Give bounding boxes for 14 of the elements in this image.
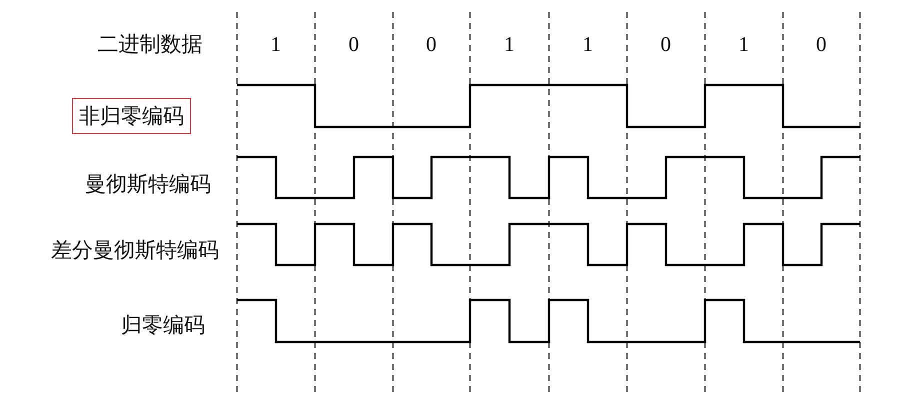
bit-value: 1 xyxy=(270,31,281,57)
row-label: 归零编码 xyxy=(121,312,205,338)
bit-value: 1 xyxy=(582,31,593,57)
bit-value: 0 xyxy=(348,31,359,57)
bit-value: 0 xyxy=(660,31,671,57)
bit-value: 1 xyxy=(504,31,514,57)
row-label: 二进制数据 xyxy=(98,31,202,57)
highlight-box xyxy=(72,98,191,134)
row-label: 差分曼彻斯特编码 xyxy=(51,237,219,263)
row-label: 曼彻斯特编码 xyxy=(85,171,211,197)
bit-value: 1 xyxy=(738,31,749,57)
bit-value: 0 xyxy=(816,31,826,57)
bit-value: 0 xyxy=(426,31,436,57)
row-label: 非归零编码 xyxy=(79,103,184,129)
